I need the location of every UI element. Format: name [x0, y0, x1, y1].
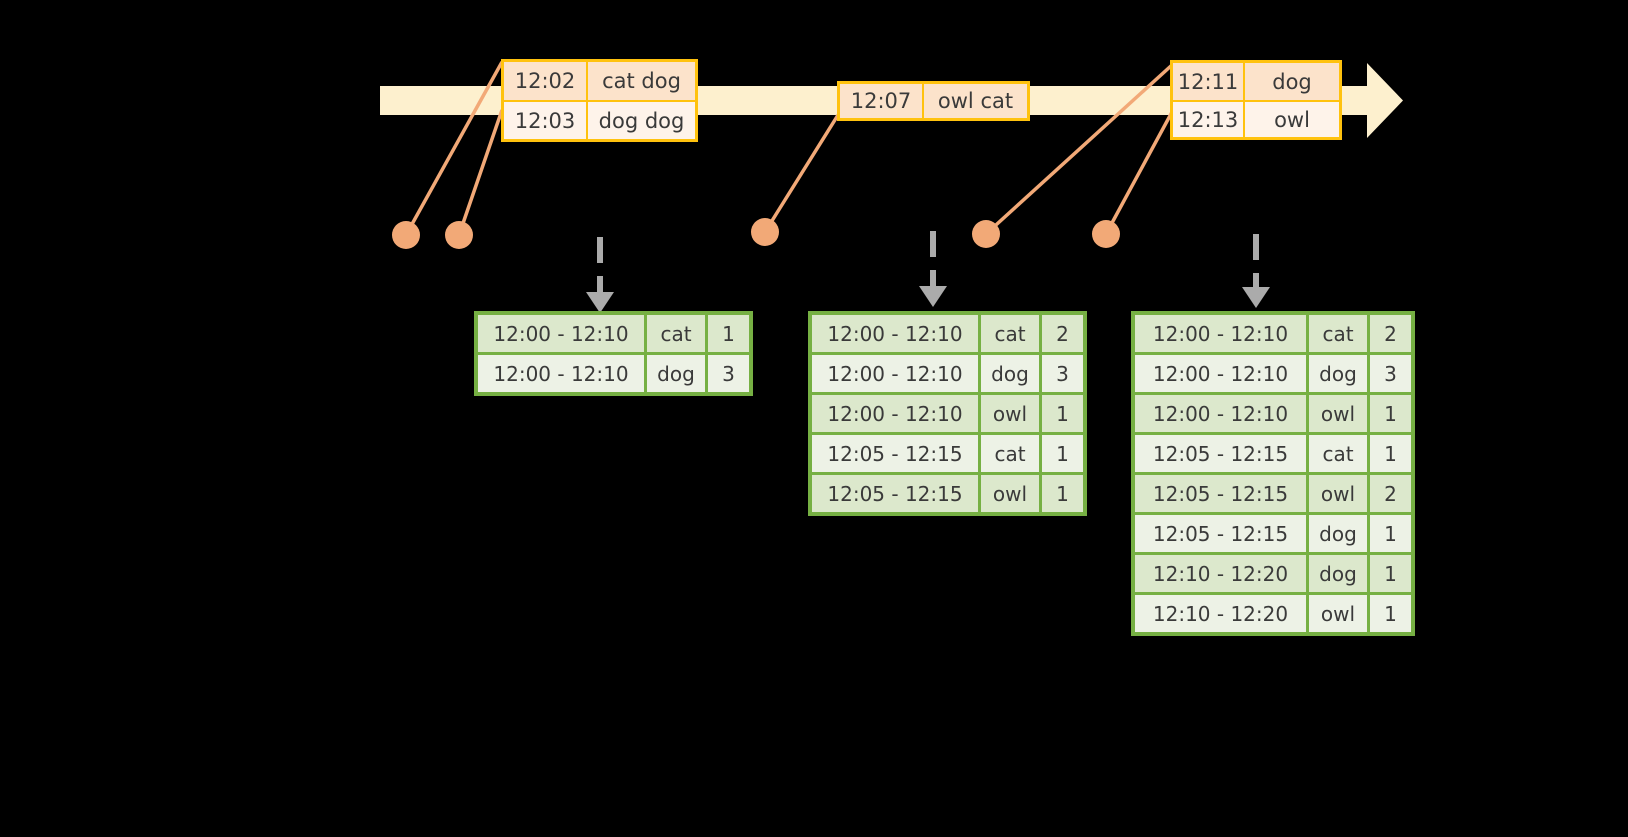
cell-word: cat — [647, 315, 705, 352]
cell-word: dog — [981, 355, 1039, 392]
event-group-1[interactable]: 12:02 cat dog 12:03 dog dog — [501, 59, 698, 142]
cell-window: 12:00 - 12:10 — [812, 395, 978, 432]
cell-count: 1 — [1042, 435, 1083, 472]
cell-count: 1 — [1370, 515, 1411, 552]
result-table-2[interactable]: 12:00 - 12:10 cat 2 12:00 - 12:10 dog 3 … — [808, 311, 1087, 516]
event-group-2[interactable]: 12:07 owl cat — [837, 81, 1030, 121]
cell-word: dog — [1309, 555, 1367, 592]
result-table-3[interactable]: 12:00 - 12:10 cat 2 12:00 - 12:10 dog 3 … — [1131, 311, 1415, 636]
cell-word: owl — [1309, 395, 1367, 432]
dashed-arrow-1 — [586, 237, 614, 313]
table-row[interactable]: 12:05 - 12:15 owl 1 — [812, 475, 1083, 512]
connector-line-1 — [404, 61, 504, 236]
cell-count: 1 — [1042, 395, 1083, 432]
event-words: owl — [1274, 107, 1310, 132]
event-words: dog — [1272, 69, 1312, 94]
cell-window: 12:00 - 12:10 — [1135, 315, 1306, 352]
event-row[interactable]: 12:07 owl cat — [840, 84, 1027, 118]
event-time: 12:02 — [504, 62, 588, 101]
cell-window: 12:05 - 12:15 — [812, 475, 978, 512]
cell-count: 3 — [708, 355, 749, 392]
cell-word: cat — [981, 435, 1039, 472]
event-time: 12:03 — [504, 102, 588, 139]
event-time: 12:07 — [840, 84, 924, 118]
table-row[interactable]: 12:10 - 12:20 owl 1 — [1135, 595, 1411, 632]
table-row[interactable]: 12:00 - 12:10 dog 3 — [812, 355, 1083, 392]
cell-word: owl — [1309, 475, 1367, 512]
event-group-3[interactable]: 12:11 dog 12:13 owl — [1170, 60, 1342, 140]
cell-window: 12:00 - 12:10 — [478, 315, 644, 352]
marker-dot-3 — [751, 218, 779, 246]
cell-count: 3 — [1042, 355, 1083, 392]
event-words: owl cat — [937, 89, 1014, 113]
cell-word: dog — [1309, 515, 1367, 552]
table-row[interactable]: 12:05 - 12:15 cat 1 — [812, 435, 1083, 472]
event-words: cat dog — [602, 69, 681, 94]
connector-line-2 — [457, 109, 504, 236]
cell-window: 12:10 - 12:20 — [1135, 555, 1306, 592]
dashed-arrow-2 — [919, 231, 947, 307]
event-row[interactable]: 12:13 owl — [1173, 100, 1339, 137]
cell-word: owl — [1309, 595, 1367, 632]
event-row[interactable]: 12:02 cat dog — [504, 62, 695, 101]
marker-dot-4 — [972, 220, 1000, 248]
table-row[interactable]: 12:00 - 12:10 owl 1 — [812, 395, 1083, 432]
cell-window: 12:05 - 12:15 — [1135, 435, 1306, 472]
table-row[interactable]: 12:00 - 12:10 owl 1 — [1135, 395, 1411, 432]
connector-line-5 — [1104, 111, 1174, 235]
connector-line-3 — [763, 114, 840, 233]
cell-word: cat — [981, 315, 1039, 352]
cell-count: 1 — [1370, 435, 1411, 472]
cell-count: 2 — [1370, 475, 1411, 512]
event-words: dog dog — [598, 108, 685, 133]
cell-count: 2 — [1370, 315, 1411, 352]
cell-window: 12:05 - 12:15 — [1135, 475, 1306, 512]
cell-window: 12:05 - 12:15 — [812, 435, 978, 472]
cell-word: owl — [981, 475, 1039, 512]
table-row[interactable]: 12:00 - 12:10 cat 1 — [478, 315, 749, 352]
event-time: 12:13 — [1173, 102, 1245, 137]
cell-count: 1 — [1042, 475, 1083, 512]
cell-window: 12:00 - 12:10 — [1135, 395, 1306, 432]
cell-word: owl — [981, 395, 1039, 432]
table-row[interactable]: 12:00 - 12:10 cat 2 — [1135, 315, 1411, 352]
table-row[interactable]: 12:05 - 12:15 owl 2 — [1135, 475, 1411, 512]
cell-count: 1 — [708, 315, 749, 352]
dashed-arrow-3 — [1242, 234, 1270, 308]
cell-window: 12:00 - 12:10 — [812, 315, 978, 352]
result-table-1[interactable]: 12:00 - 12:10 cat 1 12:00 - 12:10 dog 3 — [474, 311, 753, 396]
cell-count: 2 — [1042, 315, 1083, 352]
cell-window: 12:00 - 12:10 — [812, 355, 978, 392]
table-row[interactable]: 12:05 - 12:15 dog 1 — [1135, 515, 1411, 552]
marker-dot-5 — [1092, 220, 1120, 248]
event-time: 12:11 — [1173, 63, 1245, 100]
table-row[interactable]: 12:00 - 12:10 dog 3 — [1135, 355, 1411, 392]
cell-window: 12:10 - 12:20 — [1135, 595, 1306, 632]
table-row[interactable]: 12:00 - 12:10 dog 3 — [478, 355, 749, 392]
marker-dot-2 — [445, 221, 473, 249]
cell-window: 12:00 - 12:10 — [1135, 355, 1306, 392]
table-row[interactable]: 12:05 - 12:15 cat 1 — [1135, 435, 1411, 472]
cell-word: dog — [1309, 355, 1367, 392]
event-row[interactable]: 12:11 dog — [1173, 63, 1339, 100]
cell-word: cat — [1309, 315, 1367, 352]
cell-window: 12:05 - 12:15 — [1135, 515, 1306, 552]
event-row[interactable]: 12:03 dog dog — [504, 100, 695, 139]
cell-word: dog — [647, 355, 705, 392]
marker-dot-1 — [392, 221, 420, 249]
cell-window: 12:00 - 12:10 — [478, 355, 644, 392]
table-row[interactable]: 12:10 - 12:20 dog 1 — [1135, 555, 1411, 592]
cell-count: 3 — [1370, 355, 1411, 392]
cell-word: cat — [1309, 435, 1367, 472]
cell-count: 1 — [1370, 595, 1411, 632]
cell-count: 1 — [1370, 555, 1411, 592]
table-row[interactable]: 12:00 - 12:10 cat 2 — [812, 315, 1083, 352]
cell-count: 1 — [1370, 395, 1411, 432]
